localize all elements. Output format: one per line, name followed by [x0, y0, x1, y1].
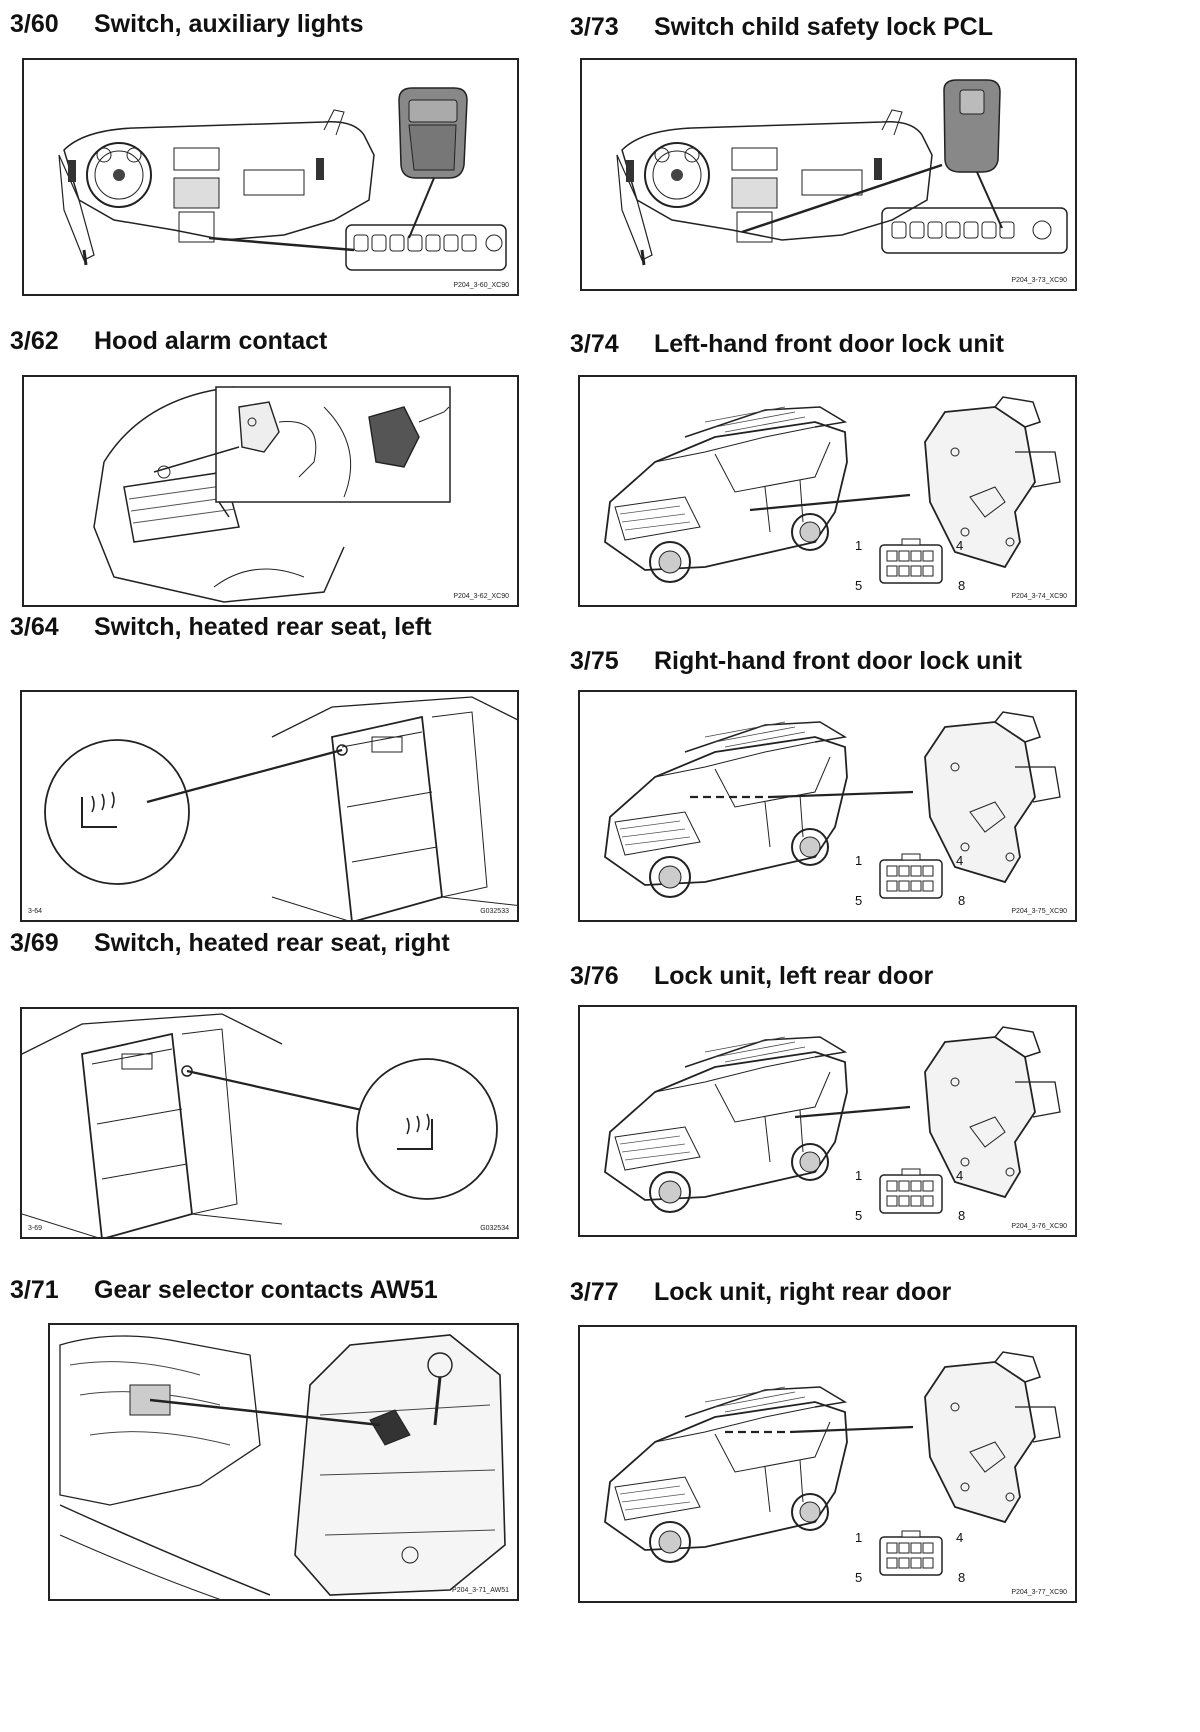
pin-8-label: 8	[958, 578, 965, 593]
pin-1-label: 1	[855, 1530, 862, 1545]
section-heading-3-74: 3/74 Left-hand front door lock unit	[570, 330, 1004, 359]
section-heading-3-69: 3/69 Switch, heated rear seat, right	[10, 929, 450, 958]
section-number: 3/76	[570, 962, 619, 990]
figure-code: G032533	[480, 908, 509, 915]
section-title: Right-hand front door lock unit	[654, 647, 1022, 675]
pin-1-label: 1	[855, 1168, 862, 1183]
section-title: Gear selector contacts AW51	[94, 1276, 438, 1304]
pin-1-label: 1	[855, 853, 862, 868]
section-title: Lock unit, right rear door	[654, 1278, 952, 1306]
figure-heated-rear-seat-right: 3-69 G032534	[20, 1007, 519, 1239]
door-lock-illustration: 1 4 5 8	[604, 711, 1061, 908]
pin-1-label: 1	[855, 538, 862, 553]
pin-4-label: 4	[956, 1530, 963, 1545]
door-lock-illustration: 1 4 5 8	[604, 396, 1061, 593]
pin-8-label: 8	[958, 1570, 965, 1585]
section-number: 3/77	[570, 1278, 619, 1306]
pin-5-label: 5	[855, 893, 862, 908]
section-title: Lock unit, left rear door	[654, 962, 934, 990]
figure-code: P204_3-76_XC90	[1011, 1223, 1067, 1230]
section-title: Switch, heated rear seat, left	[94, 613, 432, 641]
pin-5-label: 5	[855, 578, 862, 593]
seat-switch-right-illustration	[22, 1013, 498, 1237]
section-title: Switch, heated rear seat, right	[94, 929, 450, 957]
section-number: 3/74	[570, 330, 619, 358]
section-heading-3-64: 3/64 Switch, heated rear seat, left	[10, 613, 432, 642]
figure-code: P204_3-60_XC90	[453, 282, 509, 289]
pin-4-label: 4	[956, 853, 963, 868]
door-lock-illustration: 1 4 5 8	[604, 1026, 1061, 1223]
pin-4-label: 4	[956, 538, 963, 553]
section-number: 3/60	[10, 10, 59, 38]
figure-left-front-door-lock: 1 4 5 8 P204_3-74_XC90	[578, 375, 1077, 607]
figure-code: P204_3-73_XC90	[1011, 277, 1067, 284]
figure-hood-alarm-contact: P204_3-62_XC90	[22, 375, 519, 607]
section-title: Switch, auxiliary lights	[94, 10, 364, 38]
hood-contact-illustration	[93, 386, 451, 603]
figure-code: P204_3-77_XC90	[1011, 1589, 1067, 1596]
figure-auxiliary-lights-switch: P204_3-60_XC90	[22, 58, 519, 296]
figure-code: G032534	[480, 1225, 509, 1232]
seat-switch-left-illustration	[44, 696, 517, 920]
dashboard-illustration	[615, 79, 1068, 267]
section-title: Hood alarm contact	[94, 327, 328, 355]
section-heading-3-76: 3/76 Lock unit, left rear door	[570, 962, 933, 991]
figure-child-safety-lock-switch: P204_3-73_XC90	[580, 58, 1077, 291]
section-title: Left-hand front door lock unit	[654, 330, 1004, 358]
pin-8-label: 8	[958, 1208, 965, 1223]
figure-code-left: 3-69	[28, 1225, 43, 1232]
gearbox-illustration	[59, 1334, 506, 1599]
figure-heated-rear-seat-left: 3-64 G032533	[20, 690, 519, 922]
pin-5-label: 5	[855, 1208, 862, 1223]
section-number: 3/71	[10, 1276, 59, 1304]
section-heading-3-62: 3/62 Hood alarm contact	[10, 327, 327, 356]
figure-code: P204_3-62_XC90	[453, 593, 509, 600]
section-heading-3-75: 3/75 Right-hand front door lock unit	[570, 647, 1022, 676]
section-number: 3/62	[10, 327, 59, 355]
figure-right-front-door-lock: 1 4 5 8 P204_3-75_XC90	[578, 690, 1077, 922]
figure-gear-selector-contacts: P204_3-71_AW51	[48, 1323, 519, 1601]
figure-code: P204_3-71_AW51	[452, 1587, 509, 1594]
section-number: 3/64	[10, 613, 59, 641]
figure-code: P204_3-75_XC90	[1011, 908, 1067, 915]
section-heading-3-60: 3/60 Switch, auxiliary lights	[10, 10, 364, 39]
figure-code: P204_3-74_XC90	[1011, 593, 1067, 600]
figure-code-left: 3-64	[28, 908, 43, 915]
figure-left-rear-door-lock: 1 4 5 8 P204_3-76_XC90	[578, 1005, 1077, 1237]
pin-8-label: 8	[958, 893, 965, 908]
section-heading-3-77: 3/77 Lock unit, right rear door	[570, 1278, 951, 1307]
section-number: 3/69	[10, 929, 59, 957]
section-title: Switch child safety lock PCL	[654, 13, 993, 41]
figure-right-rear-door-lock: 1 4 5 8 P204_3-77_XC90	[578, 1325, 1077, 1603]
pin-4-label: 4	[956, 1168, 963, 1183]
pin-5-label: 5	[855, 1570, 862, 1585]
section-heading-3-73: 3/73 Switch child safety lock PCL	[570, 13, 993, 42]
door-lock-illustration: 1 4 5 8	[604, 1351, 1061, 1585]
section-number: 3/73	[570, 13, 619, 41]
section-heading-3-71: 3/71 Gear selector contacts AW51	[10, 1276, 438, 1305]
dashboard-illustration	[57, 87, 507, 271]
section-number: 3/75	[570, 647, 619, 675]
